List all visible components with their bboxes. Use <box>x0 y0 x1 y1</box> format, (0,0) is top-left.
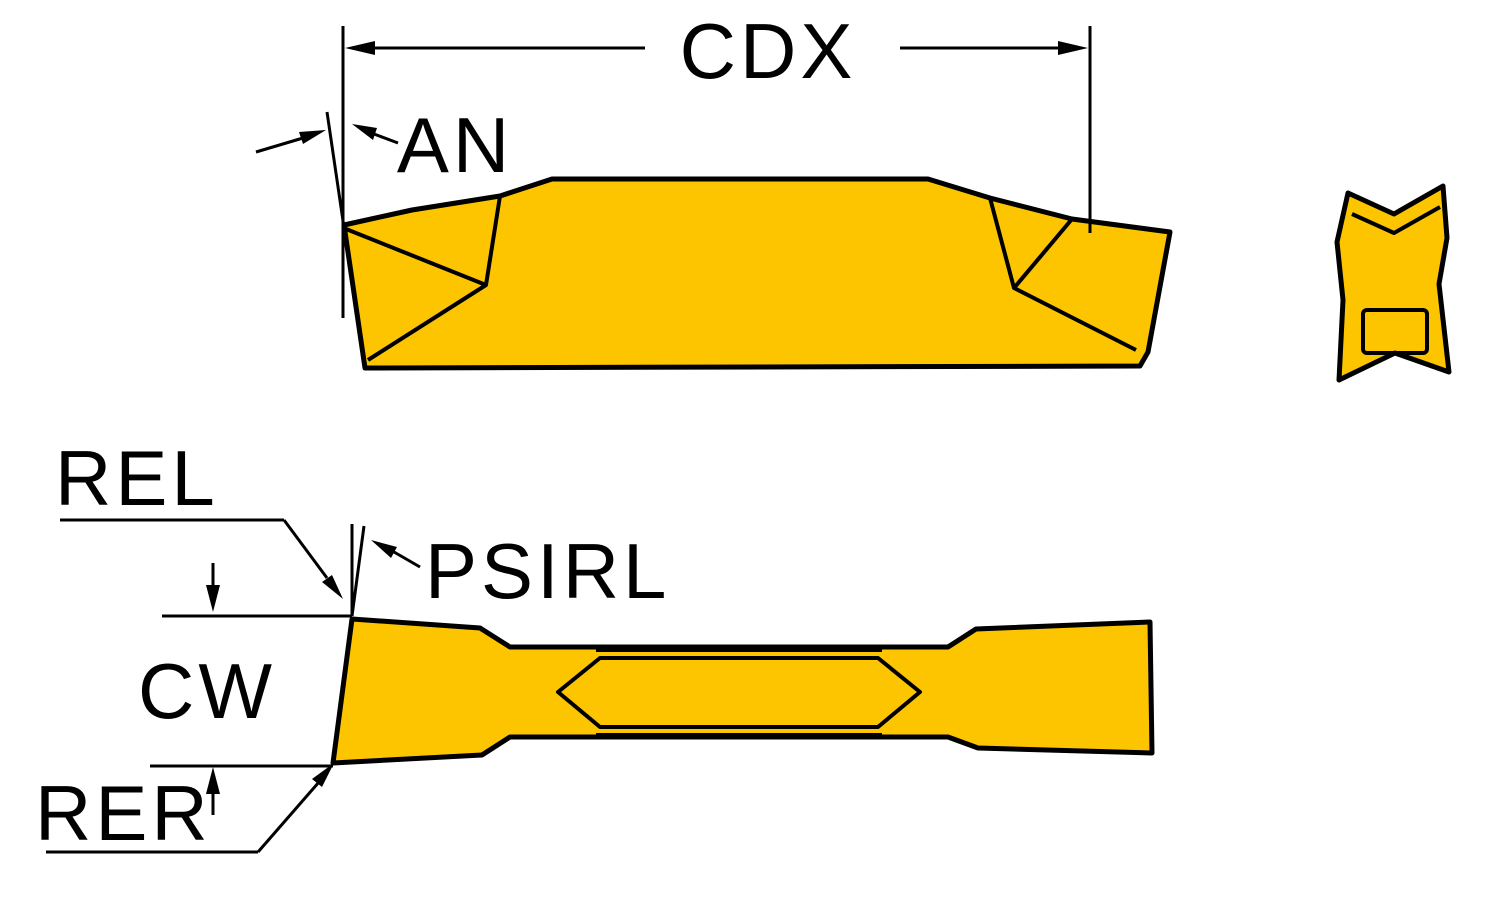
cdx-arrow-left <box>345 41 375 55</box>
rel-leader <box>282 519 329 579</box>
insert-end-view <box>1334 183 1452 383</box>
end-view-bottom-notch <box>1361 308 1429 355</box>
cdx-label: CDX <box>680 7 857 95</box>
cw-arrow-bottom <box>206 767 220 794</box>
insert-top-view <box>330 616 1155 766</box>
psirl-leader <box>393 550 421 569</box>
an-dimension: AN <box>255 101 513 283</box>
rel-arrow <box>322 575 343 599</box>
top-view-center-groove <box>556 656 922 729</box>
psirl-dimension: PSIRL <box>350 524 670 617</box>
an-face-extension <box>325 111 354 283</box>
rer-label: RER <box>35 769 212 857</box>
side-view-left-facet-edge <box>345 227 487 287</box>
rel-label: REL <box>55 434 219 522</box>
rer-leader <box>256 781 321 853</box>
cdx-dimension: CDX <box>341 7 1092 318</box>
an-outer-arrow <box>299 130 326 144</box>
psirl-edge-extension <box>350 525 366 617</box>
end-view-top-chamfer <box>1351 205 1441 235</box>
cw-dimension: CW <box>138 563 352 815</box>
an-label: AN <box>397 101 513 189</box>
rer-dimension: RER <box>35 763 334 857</box>
insert-side-view <box>341 176 1173 371</box>
an-outer-leader <box>255 136 304 154</box>
psirl-label: PSIRL <box>425 527 670 615</box>
rel-dimension: REL <box>55 434 343 599</box>
cw-arrow-top <box>206 585 220 612</box>
cw-label: CW <box>138 647 276 735</box>
rer-arrow <box>312 763 334 787</box>
side-view-right-facet-edge <box>1012 217 1074 290</box>
an-inner-leader <box>373 132 399 145</box>
top-view-body <box>330 616 1155 766</box>
an-inner-arrow <box>352 124 377 140</box>
cdx-arrow-right <box>1058 41 1088 55</box>
psirl-arrow <box>371 540 397 558</box>
side-view-body <box>341 176 1173 371</box>
